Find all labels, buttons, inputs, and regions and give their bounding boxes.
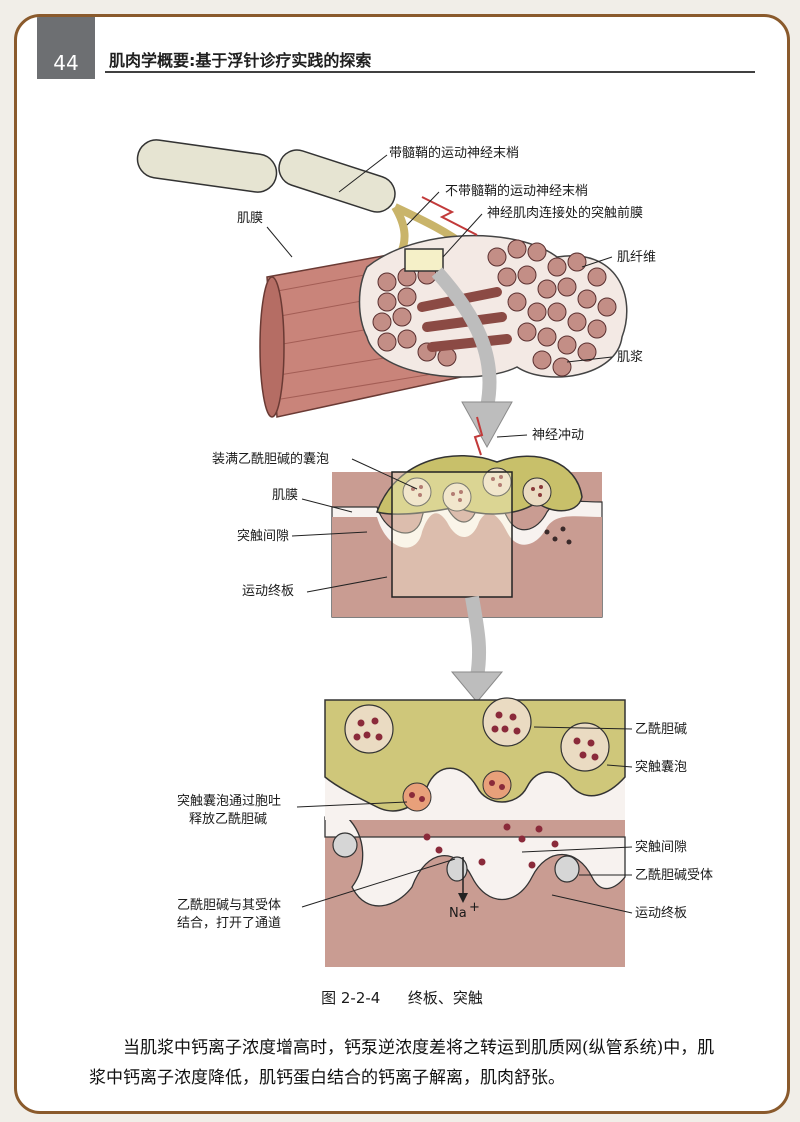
book-page: 44 肌肉学概要:基于浮针诊疗实践的探索 (14, 14, 790, 1114)
body-paragraph: 当肌浆中钙离子浓度增高时，钙泵逆浓度差将之转运到肌质网(纵管系统)中，肌浆中钙离… (89, 1038, 715, 1088)
ach-receptors-3 (332, 832, 580, 883)
header-rule (105, 71, 755, 73)
label-synaptic-cleft-2: 突触间隙 (237, 528, 289, 544)
label-exocytosis-line1: 突触囊泡通过胞吐 (177, 793, 281, 809)
figure-caption: 图 2-2-4 终板、突触 (17, 987, 787, 1008)
label-synaptic-vesicle: 突触囊泡 (635, 759, 687, 775)
caption-title: 终板、突触 (407, 989, 483, 1007)
ion-charge: + (469, 900, 480, 915)
panel-junction: 神经冲动 装满乙酰胆碱的囊泡 肌膜 突触间隙 运动终板 (212, 416, 603, 703)
label-presynaptic-membrane: 神经肌肉连接处的突触前膜 (487, 205, 643, 221)
panel-synapse-detail: Na + 乙酰胆碱 突触囊泡 突触囊泡通过胞吐 释放乙酰胆碱 突触间隙 乙酰胆碱… (177, 697, 713, 967)
label-motor-endplate-2: 运动终板 (242, 583, 294, 599)
label-synaptic-cleft-3: 突触间隙 (635, 839, 687, 855)
label-ach-receptor: 乙酰胆碱受体 (635, 868, 713, 883)
panel-nerve-muscle: 带髓鞘的运动神经末梢 不带髓鞘的运动神经末梢 神经肌肉连接处的突触前膜 肌膜 肌… (136, 139, 656, 449)
label-binding-line2: 结合，打开了通道 (177, 916, 281, 931)
caption-number: 图 2-2-4 (321, 989, 381, 1007)
ion-na: Na (449, 906, 467, 921)
page-number: 44 (37, 17, 95, 79)
running-title: 肌肉学概要:基于浮针诊疗实践的探索 (109, 51, 372, 70)
label-muscle-fiber: 肌纤维 (617, 250, 656, 265)
endplate-figure: 带髓鞘的运动神经末梢 不带髓鞘的运动神经末梢 神经肌肉连接处的突触前膜 肌膜 肌… (136, 139, 713, 967)
zoom-arrow-2 (450, 671, 504, 703)
label-sarcolemma-2: 肌膜 (272, 488, 298, 503)
label-binding-line1: 乙酰胆碱与其受体 (177, 898, 281, 913)
vesicles-3 (344, 697, 610, 869)
label-sarcoplasm: 肌浆 (617, 350, 643, 365)
vesicles-2 (402, 467, 552, 512)
impulse-bolt-2 (473, 416, 484, 456)
label-ach-vesicles: 装满乙酰胆碱的囊泡 (212, 451, 329, 467)
label-exocytosis-line2: 释放乙酰胆碱 (189, 812, 267, 827)
label-unmyelinated-terminal: 不带髓鞘的运动神经末梢 (445, 183, 588, 199)
endplate-box (404, 248, 444, 272)
label-myelinated-terminal: 带髓鞘的运动神经末梢 (389, 145, 519, 161)
impulse-bolt-1 (421, 196, 478, 236)
zoom-box-2 (391, 471, 513, 598)
label-nerve-impulse: 神经冲动 (532, 428, 584, 443)
label-acetylcholine: 乙酰胆碱 (635, 722, 687, 737)
label-sarcolemma-1: 肌膜 (237, 211, 263, 226)
myelin-segment-1 (136, 139, 278, 193)
muscle-end (259, 276, 285, 418)
myelin-segment-2 (278, 149, 396, 213)
zoom-arrow-1 (461, 401, 513, 449)
label-motor-endplate-3: 运动终板 (635, 905, 687, 921)
